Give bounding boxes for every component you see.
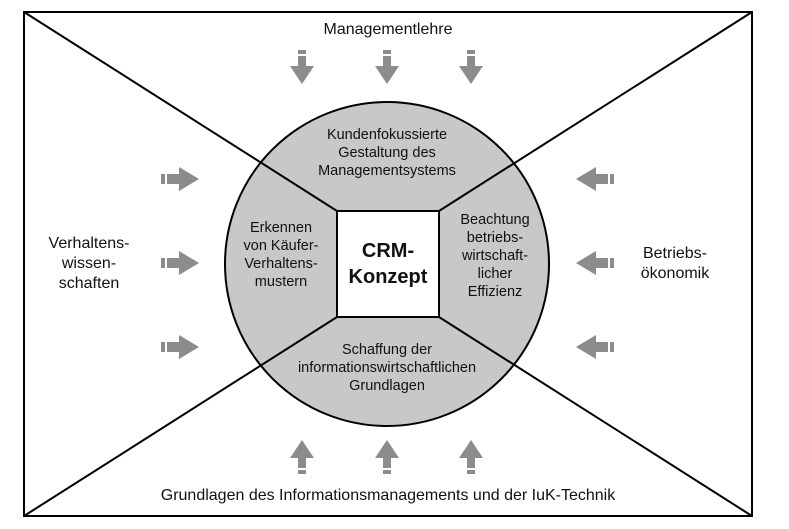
arrows-left	[161, 167, 199, 359]
left-label-line: schaften	[58, 275, 120, 292]
arrow-down-icon	[290, 50, 314, 84]
left-label: Verhaltens- wissen- schaften	[30, 234, 148, 294]
circle-right-line: wirtschaft-	[461, 248, 529, 264]
center-box	[336, 210, 440, 318]
arrow-up-icon	[375, 440, 399, 474]
circle-right-line: licher	[477, 266, 513, 282]
bottom-label: Grundlagen des Informationsmanagements u…	[160, 487, 616, 504]
left-label-line: wissen-	[61, 255, 117, 272]
top-label: Managementlehre	[323, 21, 453, 38]
circle-left-line: von Käufer-	[243, 238, 319, 254]
circle-bottom-text: Schaffung der informationswirtschaftlich…	[267, 341, 507, 395]
circle-top-line: Kundenfokussierte	[326, 127, 448, 143]
circle-bottom-line: informationswirtschaftlichen	[297, 360, 477, 376]
arrow-up-icon	[290, 440, 314, 474]
arrow-up-icon	[459, 440, 483, 474]
circle-right-line: betriebs-	[466, 230, 524, 246]
arrows-bottom	[290, 440, 483, 474]
circle-right-line: Beachtung	[460, 212, 530, 228]
circle-top-line: Managementsystems	[318, 163, 456, 179]
left-label-line: Verhaltens-	[48, 235, 130, 252]
right-label-line: ökonomik	[640, 265, 710, 282]
circle-top-text: Kundenfokussierte Gestaltung des Managem…	[287, 126, 487, 180]
arrow-left-icon	[576, 251, 614, 275]
arrows-top	[290, 50, 483, 84]
arrow-right-icon	[161, 251, 199, 275]
arrows-right	[576, 167, 614, 359]
diagonal-top-left	[23, 11, 338, 212]
circle-bottom-line: Grundlagen	[349, 378, 425, 394]
circle-right-line: Effizienz	[467, 284, 523, 300]
circle-left-line: mustern	[254, 274, 308, 290]
center-title: CRM- Konzept	[337, 211, 439, 317]
arrow-right-icon	[161, 335, 199, 359]
diagonal-lines	[23, 11, 753, 517]
diagonal-bottom-right	[438, 316, 753, 517]
arrow-left-icon	[576, 335, 614, 359]
right-label-line: Betriebs-	[642, 245, 708, 262]
circle-left-line: Verhaltens-	[244, 256, 318, 272]
circle-left-line: Erkennen	[249, 220, 313, 236]
arrow-down-icon	[459, 50, 483, 84]
arrow-down-icon	[375, 50, 399, 84]
diagonal-top-right	[438, 11, 753, 212]
arrow-left-icon	[576, 167, 614, 191]
diagonal-bottom-left	[23, 316, 338, 517]
center-title-line: CRM-	[361, 240, 415, 262]
circle-bottom-line: Schaffung der	[341, 342, 433, 358]
arrow-right-icon	[161, 167, 199, 191]
circle-right-text: Beachtung betriebs- wirtschaft- licher E…	[440, 211, 550, 301]
circle-left-text: Erkennen von Käufer- Verhaltens- mustern	[226, 219, 336, 291]
right-label: Betriebs- ökonomik	[612, 244, 738, 284]
circle-top-line: Gestaltung des	[338, 145, 436, 161]
center-title-line: Konzept	[348, 266, 428, 288]
